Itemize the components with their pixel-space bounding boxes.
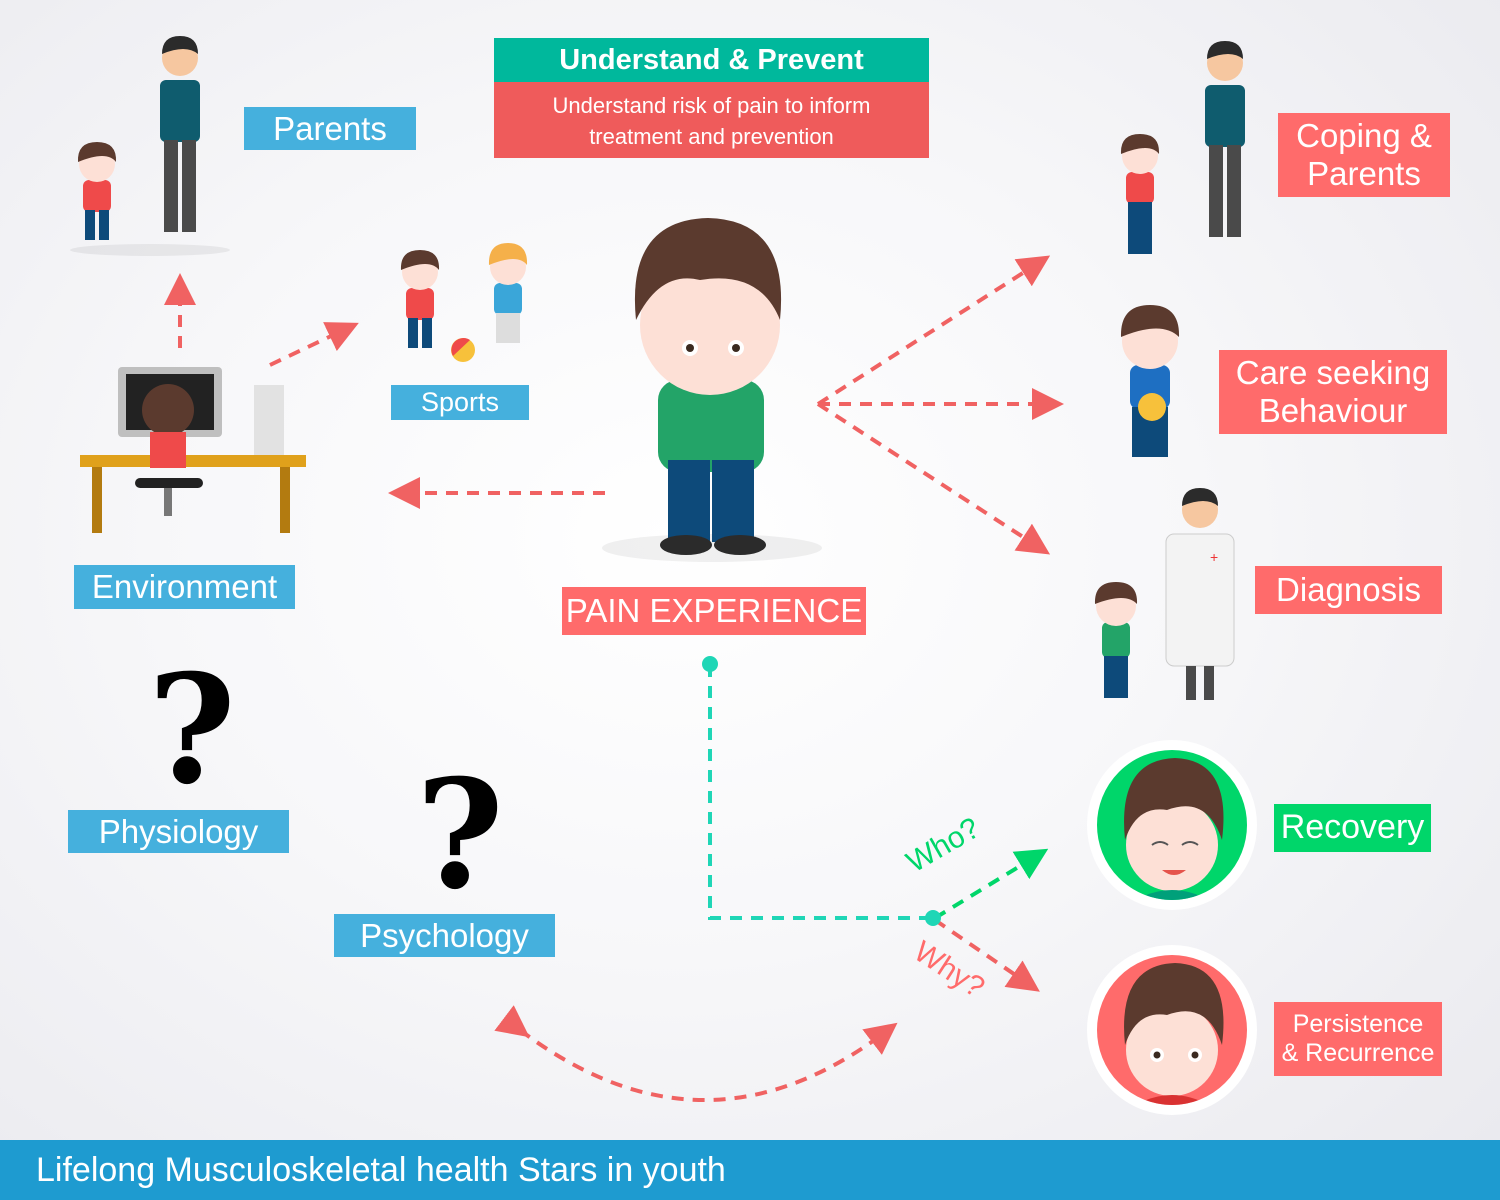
coping-parent-child-illustration (1120, 41, 1245, 254)
pain-experience-boy-illustration (602, 218, 822, 562)
understand-prevent-box: Understand & Prevent Understand risk of … (494, 38, 929, 158)
label-sports: Sports (391, 385, 529, 420)
care-line1: Care seeking (1235, 354, 1431, 392)
computer-desk-illustration (80, 367, 306, 533)
persistence-line2: & Recurrence (1281, 1039, 1435, 1067)
coping-line1: Coping & (1296, 117, 1432, 155)
header-subtitle: Understand risk of pain to inform treatm… (494, 82, 929, 158)
care-line2: Behaviour (1258, 392, 1408, 429)
pathway-branch-dot (925, 910, 941, 926)
label-pain-experience: PAIN EXPERIENCE (562, 587, 866, 635)
label-diagnosis: Diagnosis (1255, 566, 1442, 614)
header-subtitle-line1: Understand risk of pain to inform (552, 93, 871, 118)
label-recovery: Recovery (1274, 804, 1431, 852)
pathway-lines (708, 665, 1049, 920)
label-physiology: Physiology (68, 810, 289, 853)
label-psychology: Psychology (334, 914, 555, 957)
label-care-seeking: Care seeking Behaviour (1219, 350, 1447, 434)
physiology-question-mark: ? (148, 642, 236, 818)
coping-line2: Parents (1307, 155, 1421, 192)
doctor-child-illustration: + (1094, 488, 1235, 700)
persistence-sad-face-avatar (1087, 945, 1257, 1115)
persistence-line1: Persistence (1292, 1010, 1424, 1039)
label-environment: Environment (74, 565, 295, 609)
pathway-start-dot (702, 656, 718, 672)
parent-child-illustration (70, 36, 230, 256)
svg-text:+: + (1210, 549, 1218, 565)
care-seeking-boy-illustration (1120, 305, 1180, 457)
header-subtitle-line2: treatment and prevention (589, 124, 834, 149)
label-persistence-recurrence: Persistence & Recurrence (1274, 1002, 1442, 1076)
footer-banner: Lifelong Musculoskeletal health Stars in… (0, 1140, 1500, 1200)
sports-kids-illustration (400, 243, 528, 362)
label-parents: Parents (244, 107, 416, 150)
recovery-happy-face-avatar (1087, 740, 1257, 910)
label-coping-parents: Coping & Parents (1278, 113, 1450, 197)
header-title: Understand & Prevent (494, 38, 929, 82)
psychology-question-mark: ? (416, 747, 504, 923)
influence-arrows (164, 255, 1064, 1102)
